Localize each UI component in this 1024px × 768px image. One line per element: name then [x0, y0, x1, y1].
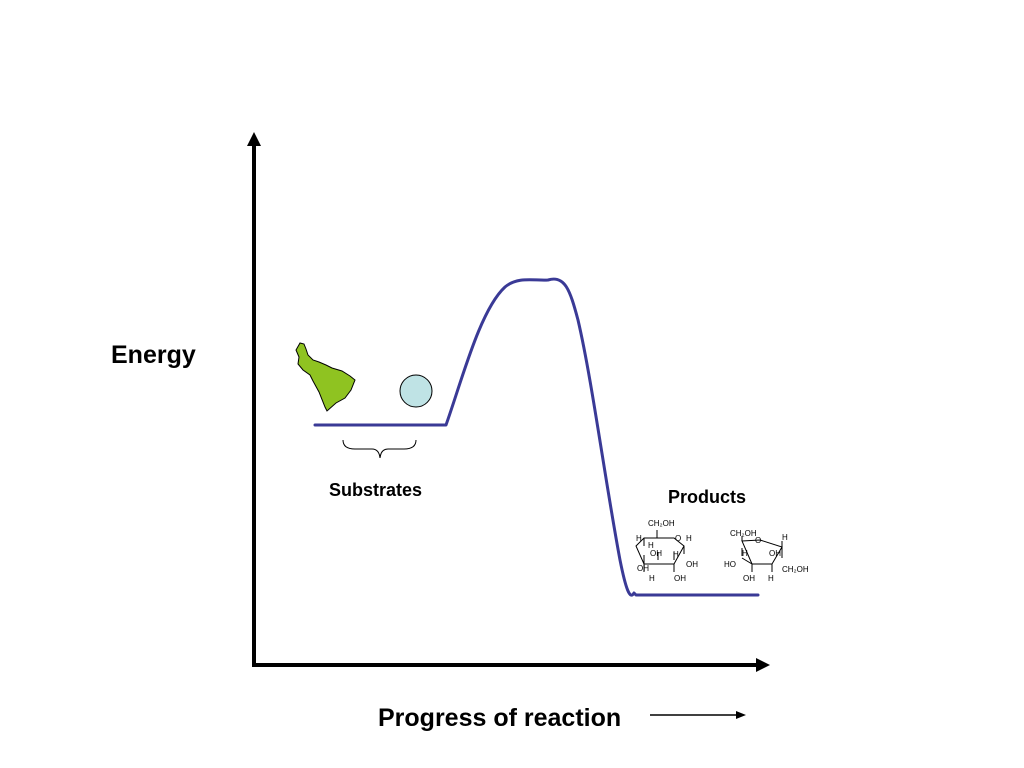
enzyme-shape [295, 342, 356, 412]
svg-text:OH: OH [650, 549, 662, 558]
x-axis-label: Progress of reaction [378, 704, 622, 732]
svg-text:CH₂OH: CH₂OH [648, 519, 675, 528]
substrates-brace [342, 439, 417, 459]
substrates-label: Substrates [329, 480, 423, 500]
svg-text:OH: OH [637, 564, 649, 573]
fructose-structure: CH₂OH O H H OH HO CH₂OH OH H [724, 529, 809, 583]
svg-text:HO: HO [724, 560, 736, 569]
reaction-energy-curve [313, 277, 760, 597]
progress-arrow-head [736, 711, 746, 719]
svg-text:H: H [673, 550, 679, 559]
x-axis-arrowhead [756, 658, 770, 672]
y-axis-arrowhead [247, 132, 261, 146]
svg-text:OH: OH [674, 574, 686, 583]
svg-text:O: O [755, 536, 761, 545]
svg-text:H: H [782, 533, 788, 542]
svg-text:H: H [768, 574, 774, 583]
svg-text:CH₂OH: CH₂OH [730, 529, 757, 538]
glucose-structure: CH₂OH O H H H OH H OH OH H OH [635, 519, 698, 583]
products-label: Products [668, 487, 747, 507]
svg-text:H: H [686, 534, 692, 543]
svg-text:CH₂OH: CH₂OH [782, 565, 809, 574]
svg-text:OH: OH [769, 549, 781, 558]
substrate-ball [399, 374, 433, 408]
svg-text:OH: OH [686, 560, 698, 569]
svg-text:OH: OH [743, 574, 755, 583]
svg-text:H: H [649, 574, 655, 583]
svg-text:H: H [648, 541, 654, 550]
y-axis-label: Energy [111, 341, 196, 369]
svg-text:H: H [636, 534, 642, 543]
svg-text:O: O [675, 534, 681, 543]
svg-text:H: H [742, 549, 748, 558]
